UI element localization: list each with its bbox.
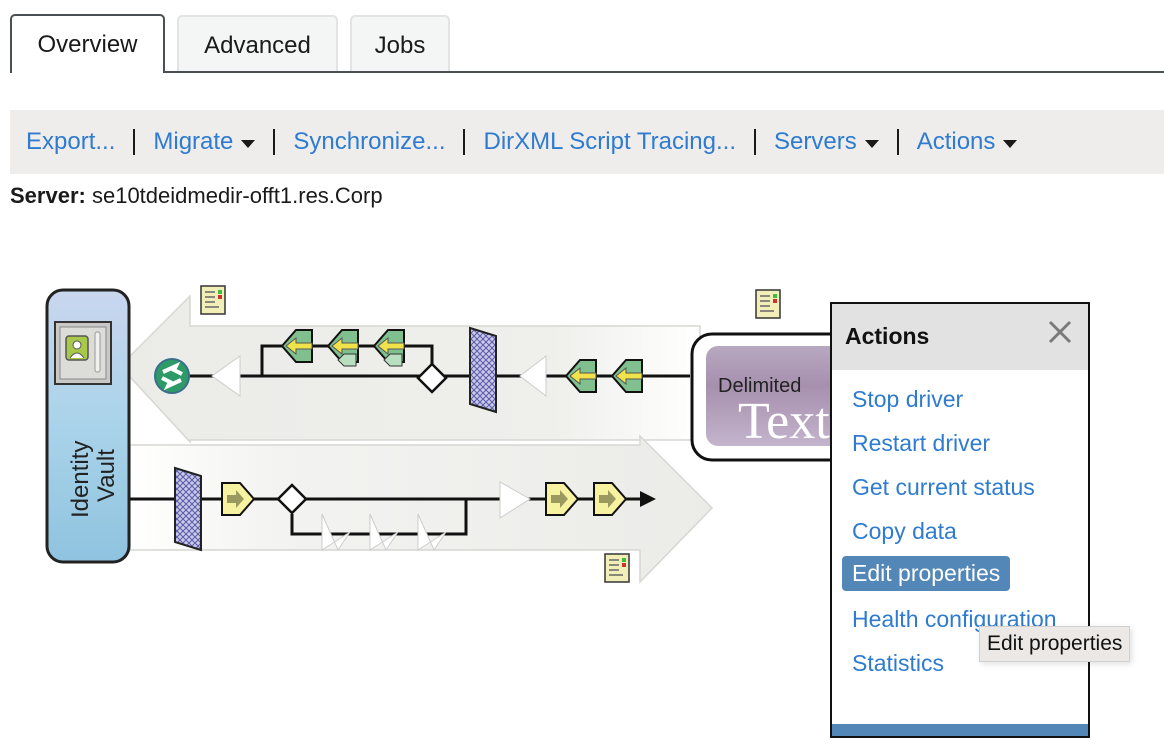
tab-bar-underline (10, 71, 1164, 73)
publisher-channel-arrow (118, 294, 701, 444)
subscriber-policy-icon[interactable] (593, 482, 628, 516)
policy-placeholder-icon[interactable] (211, 355, 241, 397)
servers-menu[interactable]: Servers (774, 128, 879, 156)
servers-label: Servers (774, 128, 857, 155)
action-get-current-status[interactable]: Get current status (852, 474, 1035, 500)
toolbar-separator (273, 129, 276, 155)
application-delimited-text[interactable]: Delimited Text (690, 332, 840, 462)
identity-vault[interactable]: Identity Vault (45, 288, 131, 564)
toolbar-separator (133, 129, 136, 155)
migrate-label: Migrate (153, 128, 234, 155)
tooltip: Edit properties (979, 626, 1131, 662)
identity-vault-label-2: Vault (93, 449, 120, 502)
subscriber-policy-icon[interactable] (545, 482, 580, 516)
action-stop-driver[interactable]: Stop driver (852, 386, 964, 412)
action-edit-properties[interactable]: Edit properties (842, 556, 1011, 591)
subscriber-policy-icons (221, 482, 628, 516)
export-label: Export... (26, 128, 116, 155)
tab-bar: Overview Advanced Jobs (10, 14, 1164, 73)
toolbar-separator (754, 129, 756, 155)
flow-end-arrowhead-icon (640, 491, 656, 507)
publisher-policy-icons (280, 329, 643, 393)
actions-popup-title: Actions (845, 323, 930, 349)
trace-log-icon[interactable] (755, 289, 781, 319)
actions-popup: Actions Stop driver Restart driver Get c… (830, 302, 1090, 738)
application-label-large: Text (738, 393, 830, 450)
subscriber-channel-arrow (129, 434, 714, 584)
publisher-policy-icon[interactable] (564, 359, 597, 393)
synchronize-link[interactable]: Synchronize... (293, 128, 445, 156)
policy-placeholder-icon[interactable] (369, 513, 399, 552)
export-link[interactable]: Export... (26, 128, 115, 156)
server-value: se10tdeidmedir-offt1.res.Corp (91, 183, 383, 208)
filter-decision-icon[interactable] (416, 362, 448, 394)
actions-label: Actions (916, 128, 996, 155)
driver-flow-diagram: Identity Vault (45, 285, 840, 584)
subscriber-filter-icon[interactable] (174, 466, 202, 552)
actions-popup-footer (832, 724, 1088, 736)
toolbar-separator (896, 129, 899, 155)
publisher-policy-icon[interactable] (326, 329, 359, 367)
trace-log-icon[interactable] (200, 285, 226, 315)
actions-menu[interactable]: Actions (917, 128, 1018, 156)
publisher-policy-icon[interactable] (610, 359, 643, 393)
actions-popup-header: Actions (832, 304, 1088, 370)
driver-toolbar: Export... Migrate Synchronize... DirXML … (10, 110, 1164, 174)
publisher-filter-icon[interactable] (469, 326, 497, 414)
trace-log-icon[interactable] (604, 553, 630, 583)
policy-placeholder-icon[interactable] (499, 481, 531, 519)
dirxml-script-tracing-label: DirXML Script Tracing... (483, 128, 736, 155)
publisher-policy-icon[interactable] (372, 329, 405, 367)
close-icon[interactable] (1046, 318, 1074, 346)
policy-placeholder-icon[interactable] (321, 513, 351, 552)
action-restart-driver[interactable]: Restart driver (852, 430, 991, 456)
application-label-small: Delimited (718, 375, 801, 397)
tab-jobs[interactable]: Jobs (350, 15, 450, 71)
sync-icon[interactable] (154, 358, 190, 394)
tab-overview[interactable]: Overview (10, 14, 165, 73)
server-label: Server: (10, 183, 86, 208)
caret-down-icon (864, 140, 879, 148)
tab-advanced[interactable]: Advanced (177, 15, 338, 71)
filter-decision-icon[interactable] (276, 483, 308, 515)
subscriber-policy-icon[interactable] (221, 482, 256, 516)
identity-vault-label: Identity (67, 441, 94, 518)
dirxml-script-tracing-link[interactable]: DirXML Script Tracing... (483, 128, 736, 156)
synchronize-label: Synchronize... (293, 128, 446, 155)
caret-down-icon (1003, 140, 1018, 148)
policy-placeholder-icon[interactable] (519, 354, 547, 398)
publisher-policy-icon[interactable] (280, 329, 313, 363)
action-statistics[interactable]: Statistics (852, 650, 945, 676)
migrate-menu[interactable]: Migrate (153, 128, 256, 156)
caret-down-icon (241, 140, 256, 148)
policy-placeholder-icon[interactable] (417, 513, 447, 552)
server-info: Server: se10tdeidmedir-offt1.res.Corp (10, 183, 383, 209)
actions-list: Stop driver Restart driver Get current s… (832, 370, 1088, 688)
toolbar-separator (463, 129, 466, 155)
action-copy-data[interactable]: Copy data (852, 518, 957, 544)
